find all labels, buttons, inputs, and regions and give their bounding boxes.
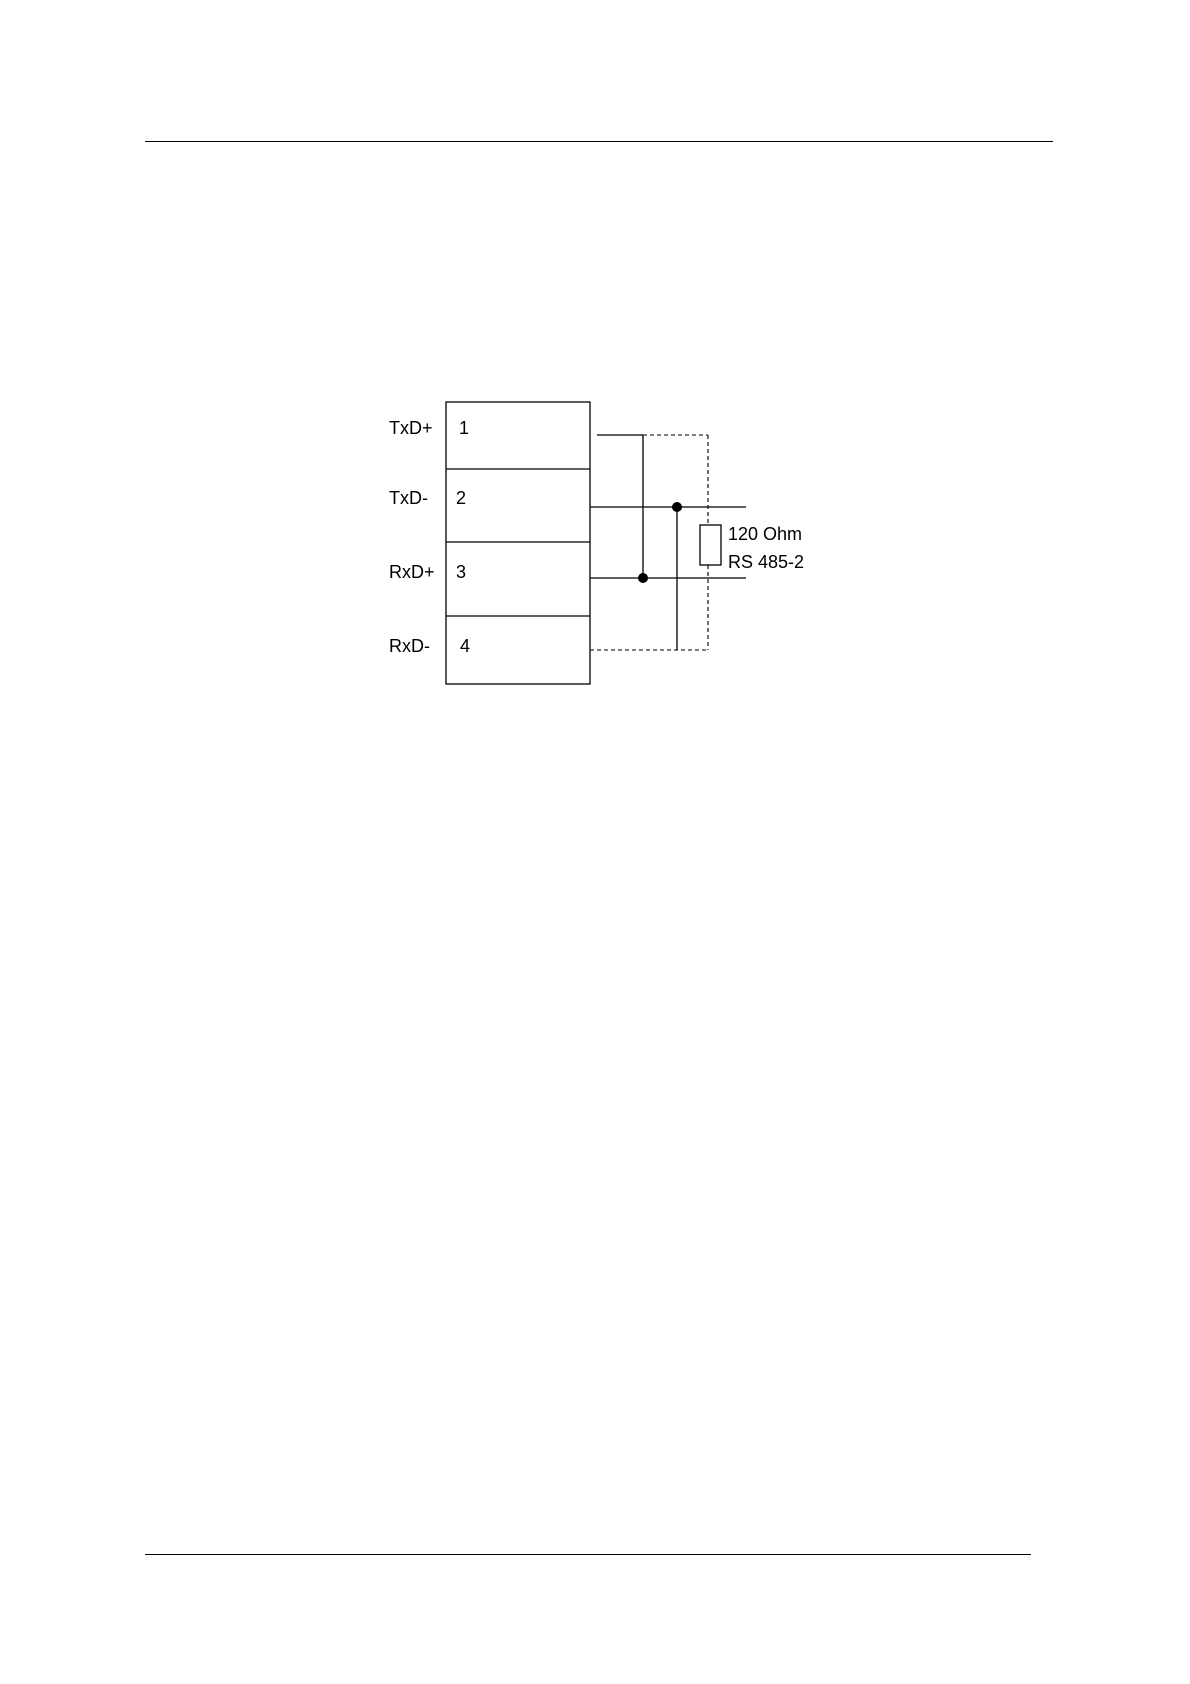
junction-dot — [638, 573, 648, 583]
resistor-value: 120 Ohm — [728, 524, 802, 544]
wiring — [590, 435, 746, 650]
junctions — [638, 502, 682, 583]
resistor-label: RS 485-2 — [728, 552, 804, 572]
resistor-symbol — [700, 525, 721, 565]
signal-label-rxd-plus: RxD+ — [389, 562, 435, 582]
resistor: 120 Ohm RS 485-2 — [700, 524, 804, 572]
signal-labels: TxD+ TxD- RxD+ RxD- — [389, 418, 435, 656]
pin-number-3: 3 — [456, 562, 466, 582]
pin-number-4: 4 — [460, 636, 470, 656]
pin-number-1: 1 — [459, 418, 469, 438]
pin-numbers: 1 2 3 4 — [456, 418, 470, 656]
signal-label-txd-plus: TxD+ — [389, 418, 433, 438]
junction-dot — [672, 502, 682, 512]
signal-label-rxd-minus: RxD- — [389, 636, 430, 656]
optional-wiring — [590, 435, 708, 650]
pin-number-2: 2 — [456, 488, 466, 508]
signal-label-txd-minus: TxD- — [389, 488, 428, 508]
